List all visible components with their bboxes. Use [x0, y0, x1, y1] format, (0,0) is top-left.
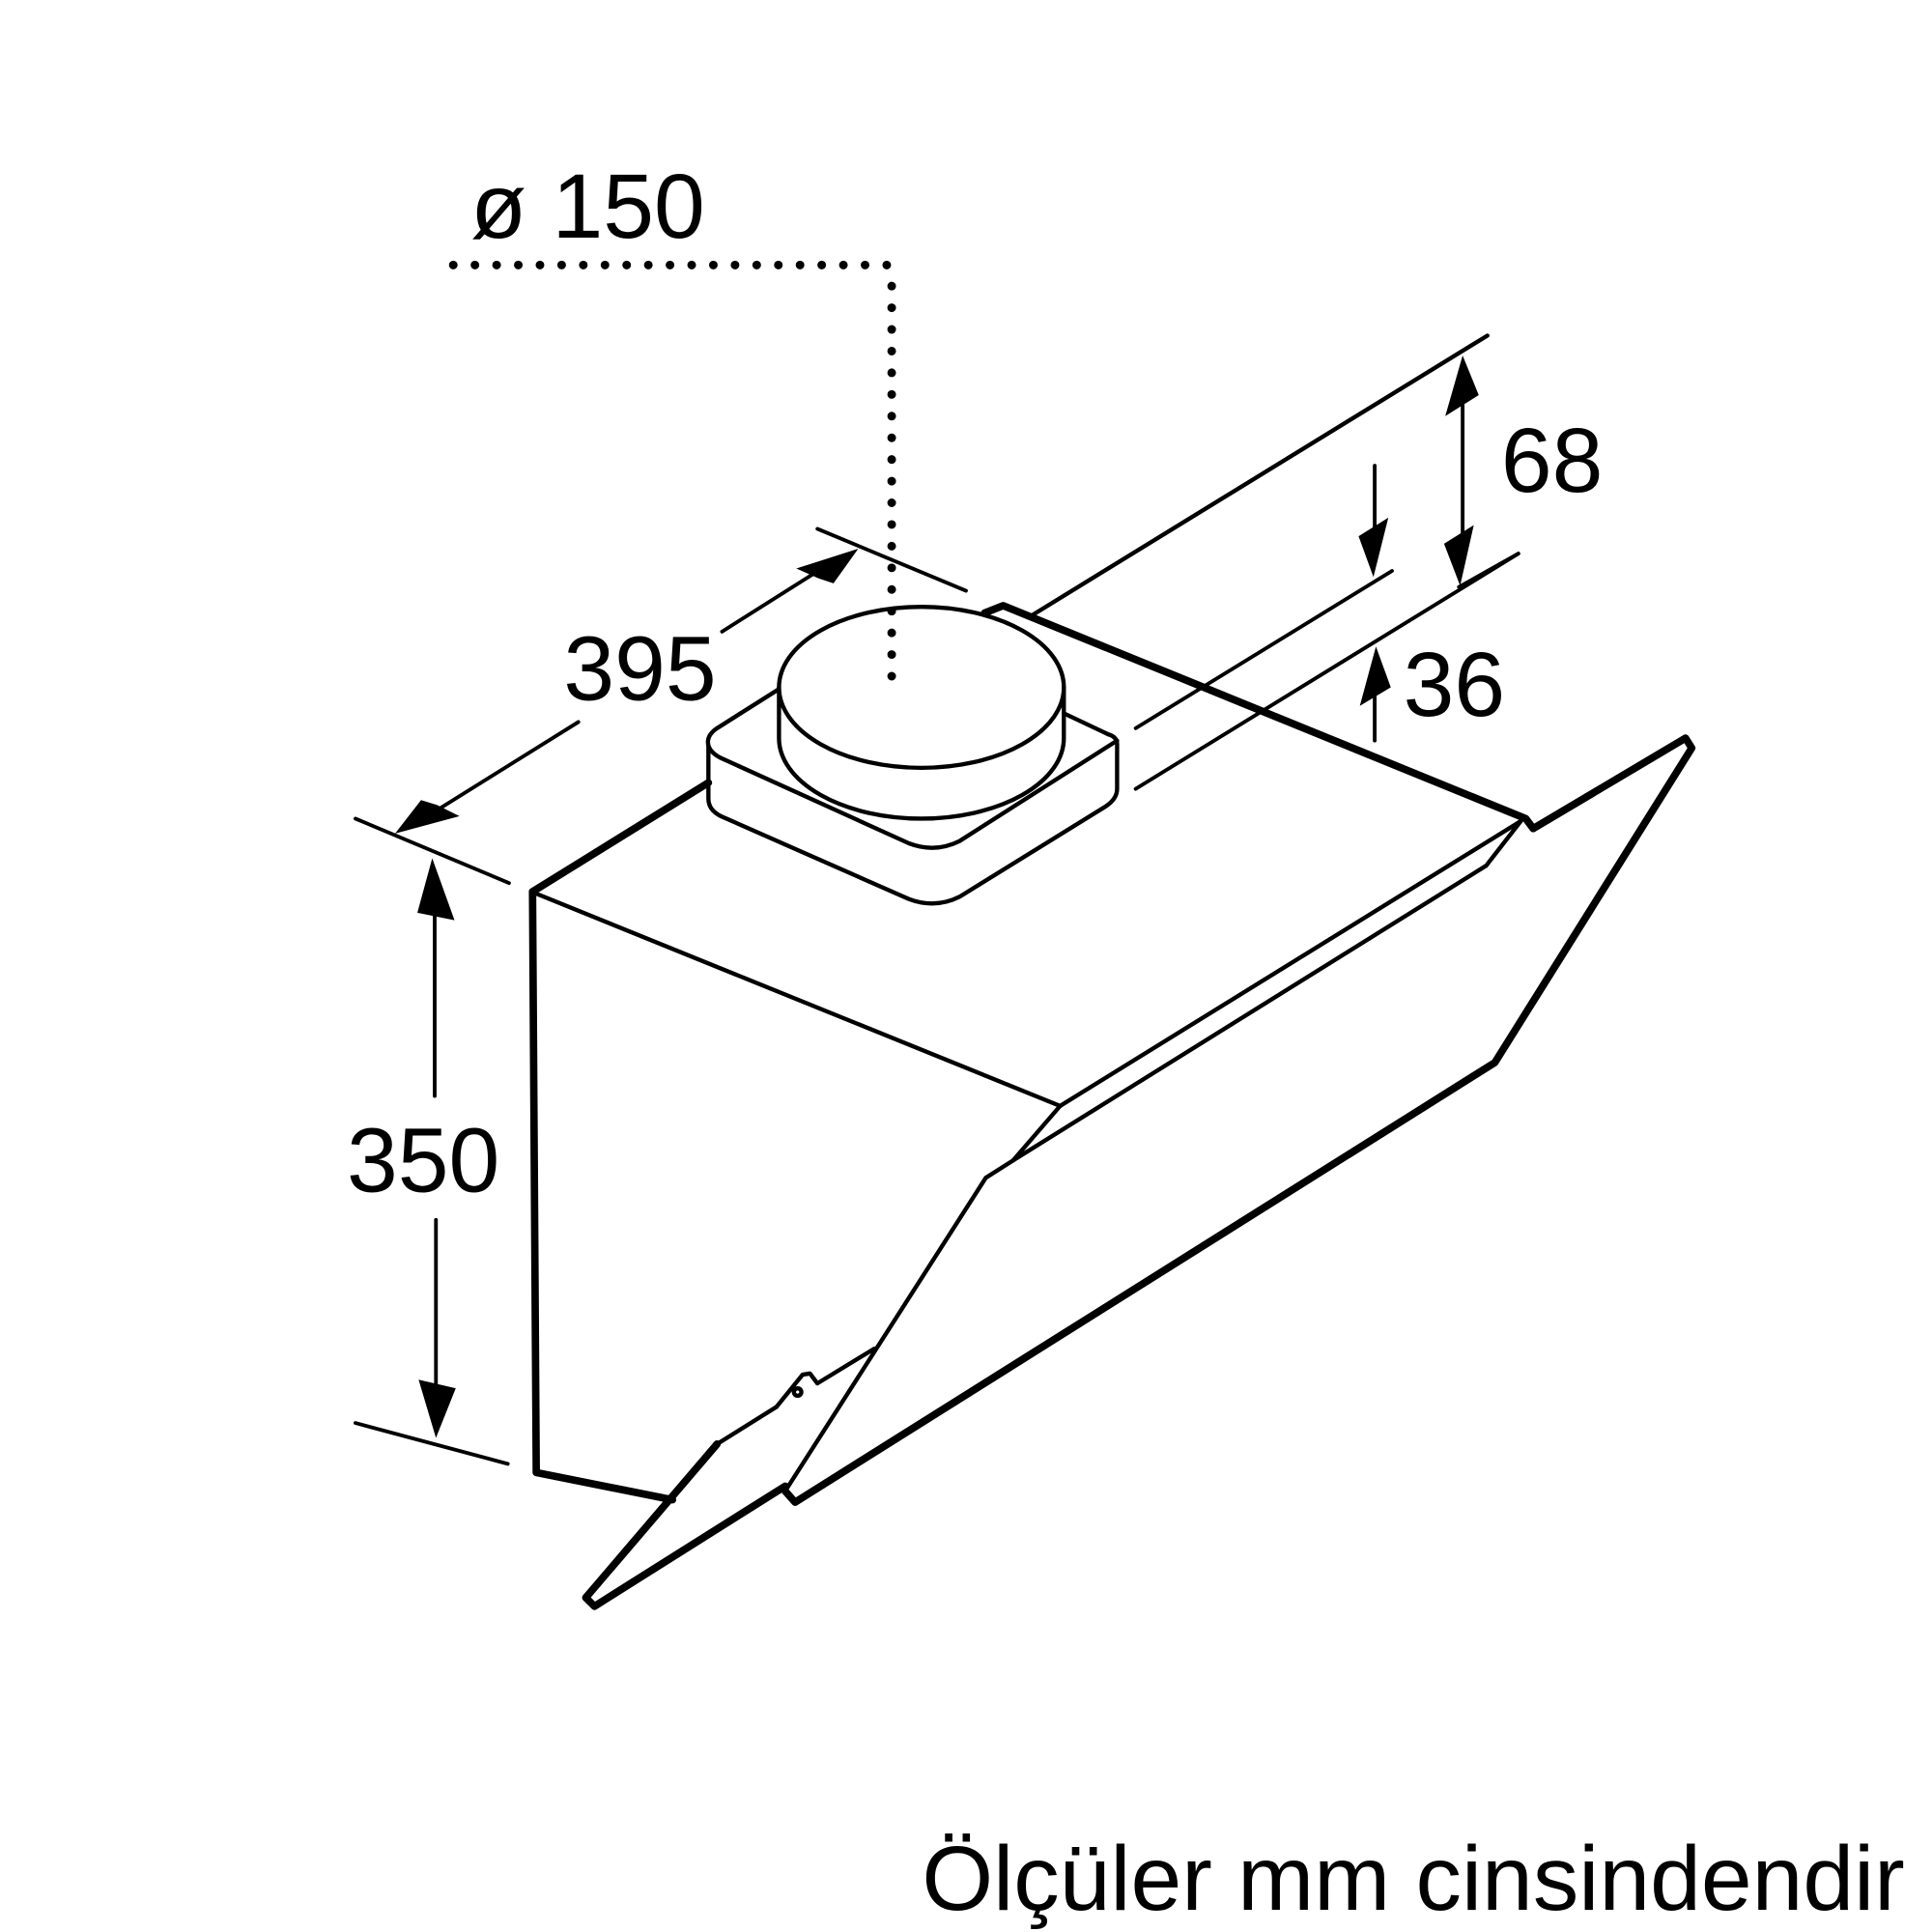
- glass-panel-outline: [781, 734, 1696, 1506]
- hood-body: [528, 333, 1538, 1504]
- collar-base: [705, 687, 1120, 906]
- body-top-back-edge: [980, 602, 1538, 833]
- extension-line-depth-top: [815, 526, 968, 593]
- arrow-height-down-icon: [418, 1379, 456, 1438]
- glass-corner-bevel-left: [1010, 1103, 1063, 1163]
- arrow-depth-upper-icon: [796, 548, 859, 583]
- back-wall-line: [1029, 333, 1490, 618]
- body-left-edge: [528, 888, 676, 1504]
- dimension-diameter-label: ø 150: [470, 156, 705, 258]
- dimension-top-offset-label: 68: [1501, 410, 1604, 512]
- dimension-depth: 395: [354, 526, 968, 886]
- extension-line-36-lower: [1133, 552, 1520, 791]
- lower-panel-top: [715, 1346, 877, 1447]
- arrow-depth-lower-icon: [394, 800, 460, 834]
- dimension-height: 350: [347, 858, 510, 1466]
- duct-cylinder-top: [777, 605, 1066, 771]
- glass-canopy: [582, 734, 1696, 1610]
- extension-line-depth-bottom: [354, 816, 511, 886]
- front-panel-edge: [782, 1158, 1015, 1493]
- hinge-detail: [774, 1371, 820, 1409]
- body-top-left-edge: [528, 779, 713, 895]
- glass-top-edge-inner: [1058, 818, 1523, 1109]
- units-caption: Ölçüler mm cinsindendir: [922, 1828, 1904, 1930]
- arrow-height-up-icon: [417, 858, 455, 921]
- glass-corner-bevel-right: [1484, 818, 1523, 868]
- glass-top-edge-inner-2: [1010, 863, 1489, 1163]
- dimension-depth-label: 395: [563, 617, 716, 720]
- dimension-diameter: ø 150: [448, 156, 896, 682]
- lower-panel-outline: [582, 1440, 789, 1610]
- dimension-collar-offset: 36: [1133, 464, 1520, 791]
- exhaust-collar: [705, 605, 1120, 906]
- dim-line-depth-lower: [431, 720, 581, 814]
- arrow-36-down-icon: [1358, 517, 1389, 578]
- dimension-collar-offset-label: 36: [1404, 634, 1506, 736]
- arrow-68-up-icon: [1445, 355, 1479, 416]
- body-top-front-edge: [535, 892, 1063, 1109]
- collar-base-top-front: [706, 738, 1120, 850]
- dimension-top-offset: 68: [1443, 355, 1604, 589]
- arrow-36-up-icon: [1359, 646, 1391, 706]
- dimension-height-label: 350: [347, 1109, 499, 1211]
- extension-line-36-upper: [1133, 569, 1394, 730]
- arrow-68-down-icon: [1443, 525, 1474, 586]
- duct-cylinder-side: [777, 685, 1066, 821]
- extension-line-height-bottom: [354, 1421, 510, 1466]
